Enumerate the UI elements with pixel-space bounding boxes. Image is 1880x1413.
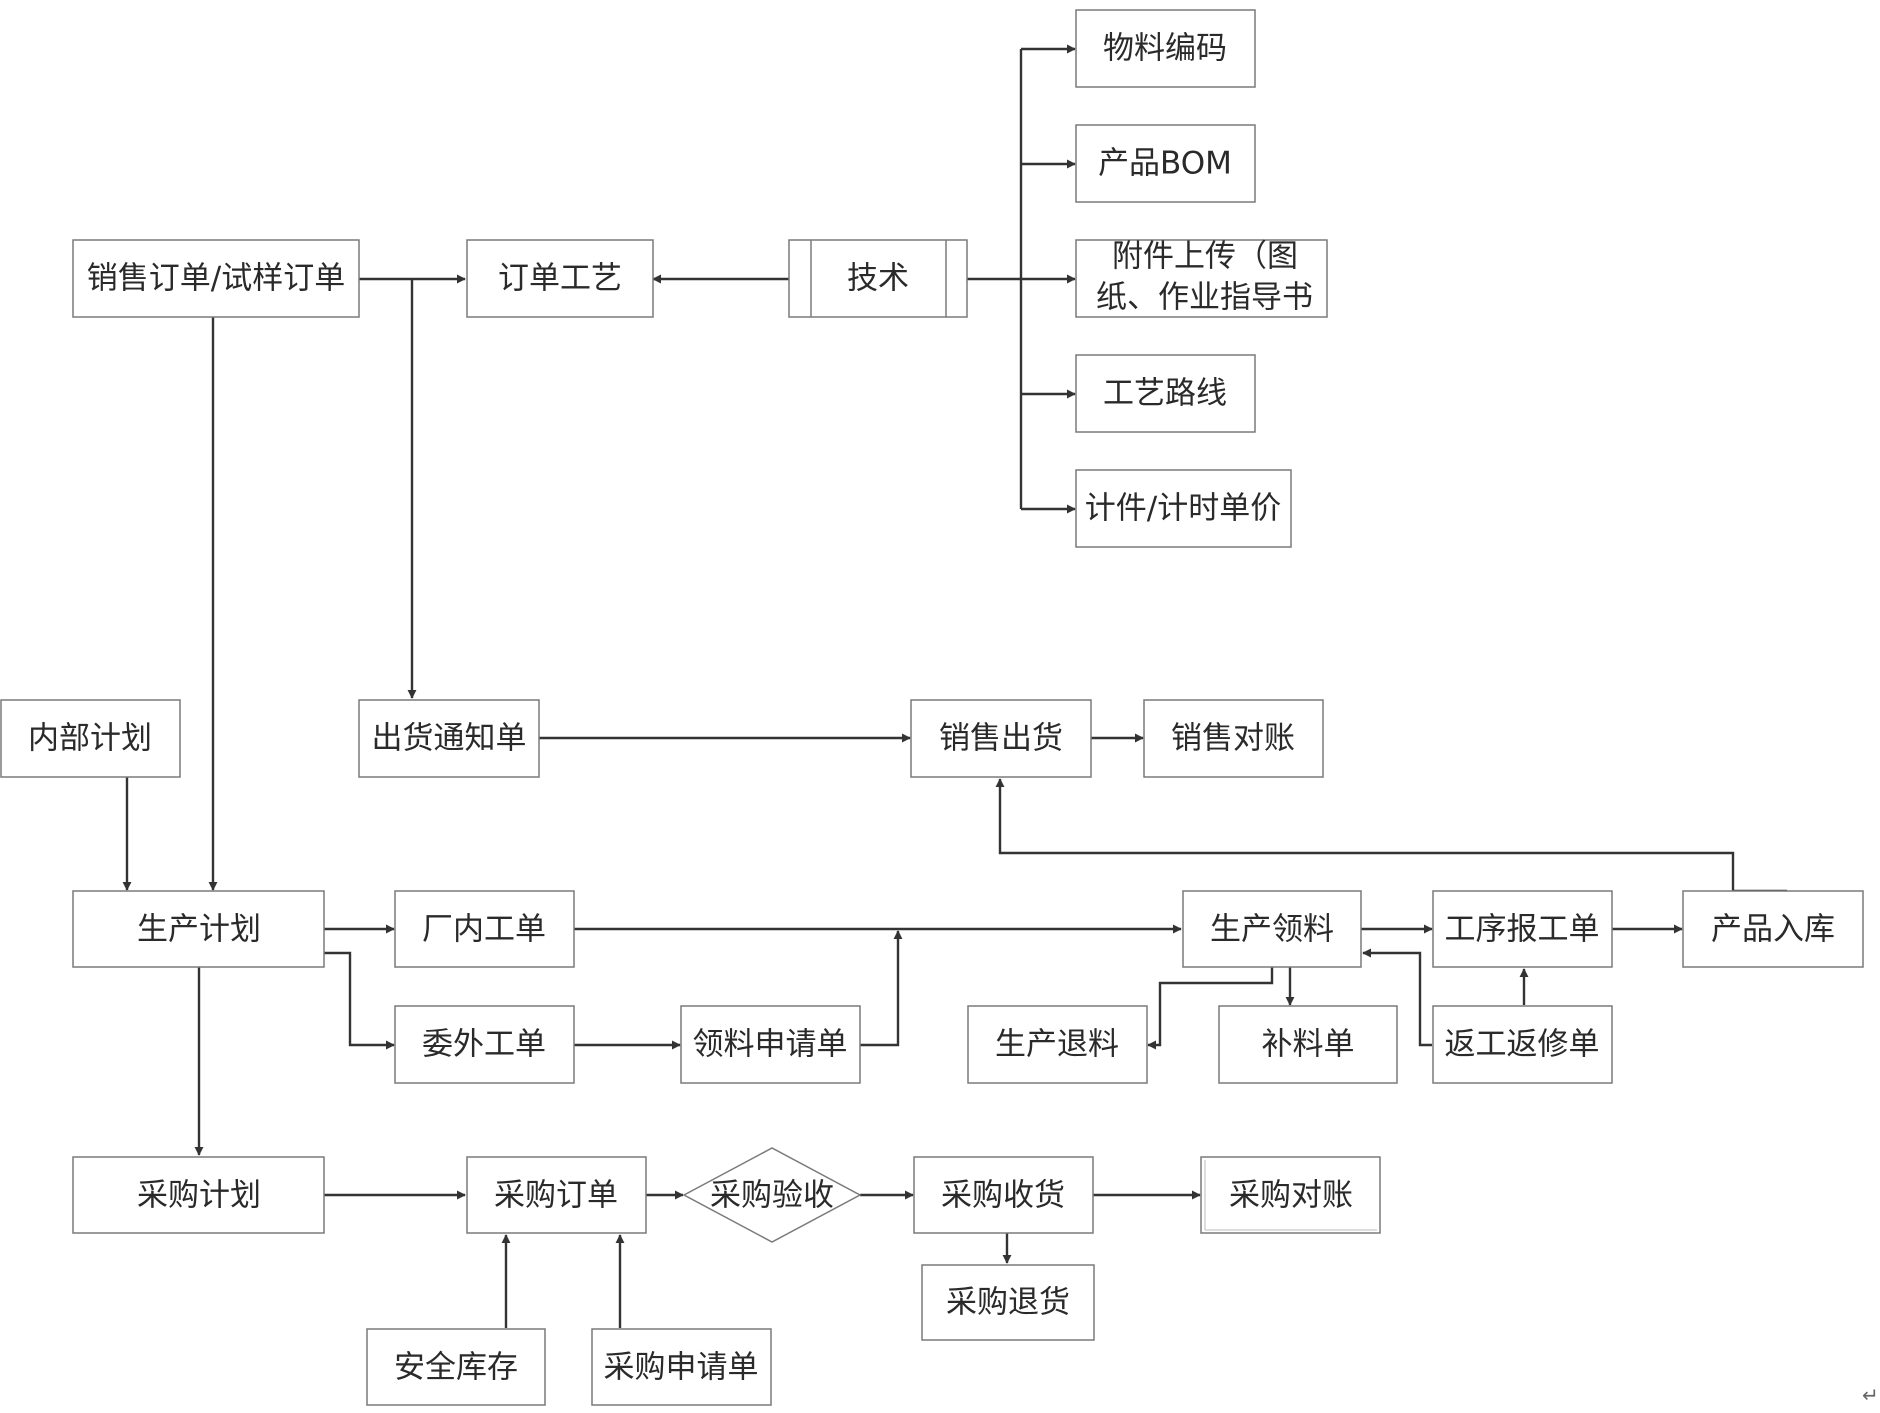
- node-purchase-reconciliation: 采购对账: [1200, 1156, 1381, 1234]
- node-delivery-notice-label: 出货通知单: [372, 721, 527, 757]
- node-production-plan: 生产计划: [72, 890, 325, 968]
- arrow-material-issue-to-return: [1147, 967, 1274, 1050]
- node-delivery-notice: 出货通知单: [358, 699, 540, 778]
- node-sales-shipment-label: 销售出货: [939, 721, 1063, 757]
- node-production-material-issue-label: 生产领料: [1210, 912, 1334, 948]
- node-rework-order-label: 返工返修单: [1445, 1027, 1600, 1063]
- node-factory-work-order-label: 厂内工单: [422, 912, 546, 948]
- arrow-rework-to-material-issue: [1362, 948, 1432, 1047]
- node-outsourced-work-order: 委外工单: [394, 1005, 575, 1084]
- node-purchase-order-label: 采购订单: [494, 1178, 618, 1214]
- node-technology: 技术: [788, 239, 968, 318]
- node-purchase-return: 采购退货: [921, 1264, 1095, 1341]
- node-factory-work-order: 厂内工单: [394, 890, 575, 968]
- node-purchase-receipt-label: 采购收货: [941, 1178, 1065, 1214]
- node-rework-order: 返工返修单: [1432, 1005, 1613, 1084]
- node-material-code: 物料编码: [1075, 9, 1256, 88]
- node-purchase-return-label: 采购退货: [946, 1285, 1070, 1321]
- node-production-plan-label: 生产计划: [137, 912, 261, 948]
- node-technology-label: 技术: [847, 261, 909, 297]
- node-material-supplement: 补料单: [1218, 1005, 1398, 1084]
- node-material-supplement-label: 补料单: [1262, 1027, 1355, 1063]
- node-process-route-label: 工艺路线: [1103, 376, 1227, 412]
- node-purchase-request: 采购申请单: [591, 1328, 772, 1406]
- node-process-route: 工艺路线: [1075, 354, 1256, 433]
- node-material-requisition: 领料申请单: [680, 1005, 861, 1084]
- node-order-process: 订单工艺: [466, 239, 654, 318]
- paragraph-mark: ↵: [1862, 1383, 1879, 1407]
- node-sales-reconciliation: 销售对账: [1143, 699, 1324, 778]
- node-safety-stock-label: 安全库存: [394, 1350, 518, 1386]
- connectors: [122, 44, 1787, 1328]
- node-sales-order-label: 销售订单/试样订单: [87, 261, 345, 297]
- node-attachment-upload-label-line2: 纸、作业指导书: [1096, 280, 1313, 316]
- node-purchase-request-label: 采购申请单: [604, 1350, 759, 1386]
- arrow-warehousing-to-sales-shipment: [995, 778, 1787, 893]
- node-material-code-label: 物料编码: [1103, 31, 1227, 67]
- node-production-return-label: 生产退料: [995, 1027, 1119, 1063]
- node-sales-reconciliation-label: 销售对账: [1171, 721, 1295, 757]
- node-purchase-plan: 采购计划: [72, 1156, 325, 1234]
- node-attachment-upload: 附件上传（图 纸、作业指导书: [1075, 239, 1328, 318]
- node-attachment-upload-label-line1: 附件上传（图: [1112, 239, 1298, 275]
- node-piece-time-price-label: 计件/计时单价: [1085, 491, 1281, 527]
- node-sales-shipment: 销售出货: [910, 699, 1092, 778]
- node-process-report: 工序报工单: [1432, 890, 1613, 968]
- node-purchase-reconciliation-label: 采购对账: [1229, 1178, 1353, 1214]
- node-internal-plan: 内部计划: [0, 699, 181, 778]
- node-outsourced-work-order-label: 委外工单: [422, 1027, 546, 1063]
- node-purchase-plan-label: 采购计划: [137, 1178, 261, 1214]
- node-purchase-inspection: 采购验收: [682, 1147, 862, 1243]
- node-internal-plan-label: 内部计划: [28, 721, 152, 757]
- node-product-warehousing-label: 产品入库: [1711, 912, 1835, 948]
- node-process-report-label: 工序报工单: [1445, 912, 1600, 948]
- node-production-return: 生产退料: [967, 1005, 1148, 1084]
- node-purchase-inspection-label: 采购验收: [710, 1178, 834, 1214]
- node-material-requisition-label: 领料申请单: [693, 1027, 848, 1063]
- node-purchase-receipt: 采购收货: [913, 1156, 1094, 1234]
- arrow-requisition-to-main-line: [860, 930, 903, 1047]
- node-production-material-issue: 生产领料: [1182, 890, 1362, 968]
- node-product-bom-label: 产品BOM: [1098, 146, 1232, 182]
- node-product-warehousing: 产品入库: [1682, 890, 1864, 968]
- node-safety-stock: 安全库存: [366, 1328, 546, 1406]
- node-order-process-label: 订单工艺: [498, 261, 622, 297]
- node-product-bom: 产品BOM: [1075, 124, 1256, 203]
- node-sales-order: 销售订单/试样订单: [72, 239, 360, 318]
- arrow-production-plan-to-outsourced-order: [324, 951, 395, 1050]
- node-piece-time-price: 计件/计时单价: [1075, 469, 1292, 548]
- node-purchase-order: 采购订单: [466, 1156, 647, 1234]
